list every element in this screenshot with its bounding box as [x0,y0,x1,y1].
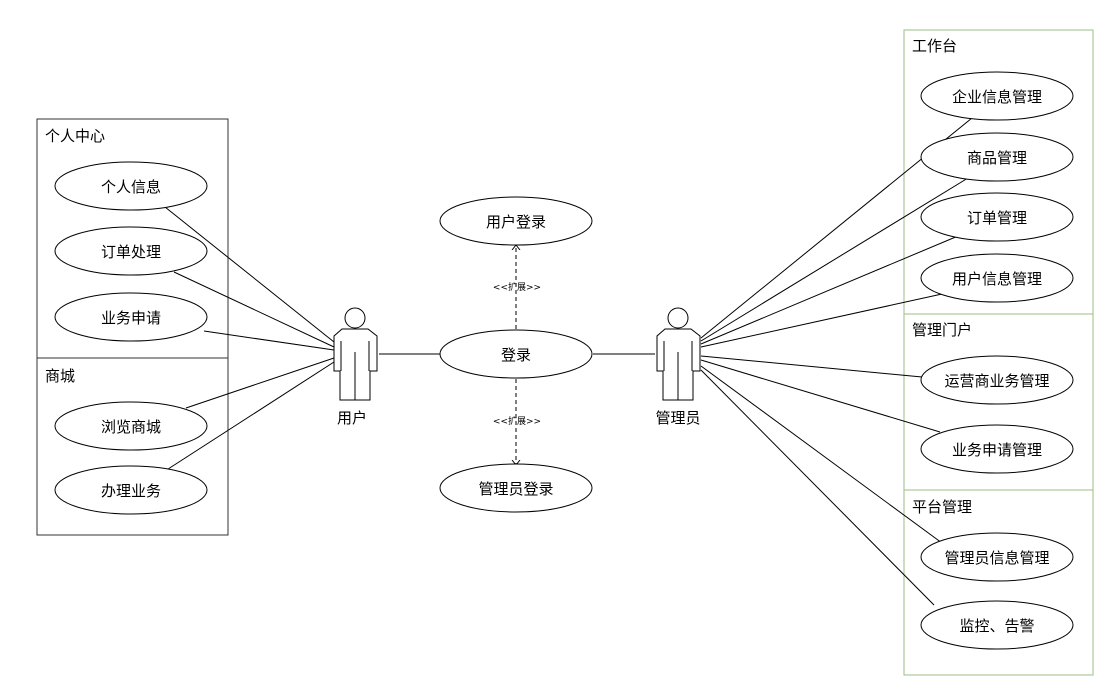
use-case-operator-business-mgmt-label: 运营商业务管理 [944,372,1049,390]
assoc-user-info [700,293,943,348]
assoc-personal-info [159,202,335,343]
assoc-order [700,235,959,345]
assoc-business-application [203,330,335,351]
use-case-enterprise-info-mgmt-label: 企业信息管理 [952,88,1042,106]
use-case-personal-info[interactable]: 个人信息 [54,161,208,211]
assoc-business-app-mgmt [700,359,941,433]
mall-frame [36,357,229,536]
assoc-order-processing [173,271,335,348]
actor-admin-label: 管理员 [655,409,700,427]
use-case-order-processing-label: 订单处理 [101,243,161,261]
use-case-personal-info-label: 个人信息 [101,178,161,196]
actor-user-head [344,307,366,329]
use-case-login-label: 登录 [501,346,531,364]
workbench-title: 工作台 [912,37,957,55]
use-case-browse-mall[interactable]: 浏览商城 [54,401,208,451]
extend-label-top: <<扩展>> [493,281,541,293]
use-case-admin-login[interactable]: 管理员登录 [439,463,593,513]
use-case-enterprise-info-mgmt[interactable]: 企业信息管理 [920,71,1074,121]
use-case-handle-business-label: 办理业务 [101,482,161,500]
admin-associations [593,117,973,606]
use-case-user-login-label: 用户登录 [486,213,546,231]
use-case-user-info-mgmt-label: 用户信息管理 [952,270,1042,288]
use-case-operator-business-mgmt[interactable]: 运营商业务管理 [920,355,1074,405]
platform-title: 平台管理 [912,498,972,516]
use-case-order-mgmt[interactable]: 订单管理 [920,192,1074,242]
use-case-product-mgmt-label: 商品管理 [967,149,1027,167]
use-case-business-application[interactable]: 业务申请 [54,292,208,342]
use-case-handle-business[interactable]: 办理业务 [54,465,208,515]
use-case-admin-login-label: 管理员登录 [478,480,553,498]
use-case-user-login[interactable]: 用户登录 [439,196,593,246]
platform-frame [903,489,1094,676]
assoc-browse-mall [185,357,335,409]
extend-label-bottom: <<扩展>> [493,415,541,427]
mall-title: 商城 [45,367,75,385]
portal-title: 管理门户 [912,321,972,339]
use-case-user-info-mgmt[interactable]: 用户信息管理 [920,253,1074,303]
use-case-admin-info-mgmt[interactable]: 管理员信息管理 [920,532,1074,582]
assoc-admin-info [700,365,943,544]
use-case-browse-mall-label: 浏览商城 [101,418,161,436]
use-case-admin-info-mgmt-label: 管理员信息管理 [944,549,1049,567]
personal-center-title: 个人中心 [45,127,105,145]
assoc-operator-business [700,355,923,378]
use-case-business-application-mgmt-label: 业务申请管理 [952,441,1042,459]
use-case-order-mgmt-label: 订单管理 [967,209,1027,227]
actor-admin-head [667,307,689,329]
use-case-order-processing[interactable]: 订单处理 [54,226,208,276]
user-associations [159,202,440,472]
use-case-login[interactable]: 登录 [439,329,593,379]
actor-user[interactable] [333,307,378,401]
assoc-handle-business [164,361,335,472]
use-case-monitor-alarm[interactable]: 监控、告警 [920,600,1074,650]
use-case-monitor-alarm-label: 监控、告警 [959,617,1034,635]
assoc-product [700,177,969,342]
use-case-business-application-mgmt[interactable]: 业务申请管理 [920,424,1074,474]
actor-user-label: 用户 [337,409,367,427]
actor-admin[interactable] [656,307,701,401]
use-case-business-application-label: 业务申请 [101,309,161,327]
assoc-monitor [700,369,935,606]
use-case-product-mgmt[interactable]: 商品管理 [920,132,1074,182]
